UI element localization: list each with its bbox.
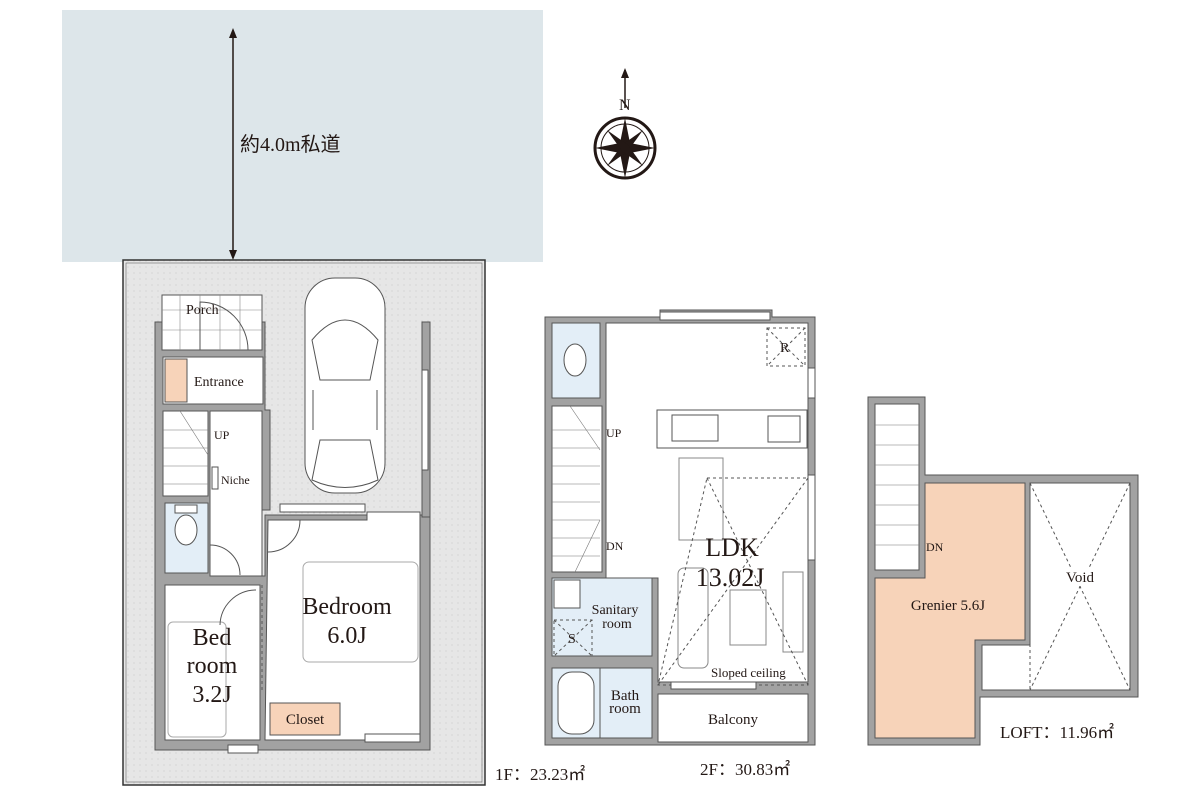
entrance-label: Entrance [194,375,244,390]
closet-label: Closet [286,712,325,728]
bath-label-line1: Bath [611,688,640,704]
range-hood-label: R [780,341,790,356]
road-area [62,10,543,262]
shoe-storage [164,358,188,403]
bedroom-label: Bedroom [302,594,392,620]
bath-label-line2: room [609,701,641,717]
closet [269,702,341,736]
porch-label: Porch [186,303,219,318]
staircase-2f [551,405,603,573]
dining-table [678,457,724,541]
bedroom-size: 6.0J [327,623,366,649]
bed-room-label-line2: room [187,653,238,679]
loft-stairs [874,403,920,571]
sanitary-label-line1: Sanitary [592,603,639,618]
north-label: N [619,97,631,114]
compass-icon: N [593,68,657,180]
up-label: UP [214,428,230,442]
niche-label: Niche [221,473,250,487]
porch [161,294,263,351]
washer-label: S [568,632,576,647]
void [1029,482,1131,691]
sloped-ceiling-label: Sloped ceiling [711,665,786,680]
road-label: 約4.0m私道 [240,133,341,156]
dn-label-loft: DN [926,540,944,554]
bed-room-label-line1: Bed [193,625,232,651]
bed-room-size: 3.2J [192,682,231,708]
car-icon [304,277,386,494]
grenier-label: Grenier 5.6J [911,598,985,614]
ldk-label: LDK [705,533,759,562]
balcony [657,693,809,743]
private-road: 約4.0m私道 [62,0,543,262]
void-label: Void [1066,570,1095,586]
loft-area: LOFT：11.96㎡ [1000,723,1114,742]
dn-label-2f: DN [606,539,624,553]
floor-2-area: 2F：30.83㎡ [700,760,790,779]
hallway [209,410,263,577]
floor-1-plan: Porch Entrance UP Niche Bed room 3.2J Be… [154,277,431,754]
floor-1-area: 1F：23.23㎡ [495,765,585,784]
floor-2-plan: R LDK 13.02J Sloped ceiling UP DN S Sani… [544,309,816,746]
up-label-2f: UP [606,426,622,440]
sofa [677,567,709,669]
grenier [874,482,1026,739]
balcony-label: Balcony [708,712,758,728]
staircase [162,410,209,497]
ldk-size: 13.02J [696,563,765,592]
stove-icon [767,415,801,443]
sanitary-label-line2: room [602,617,632,632]
loft-plan: DN Grenier 5.6J Void [867,396,1139,746]
